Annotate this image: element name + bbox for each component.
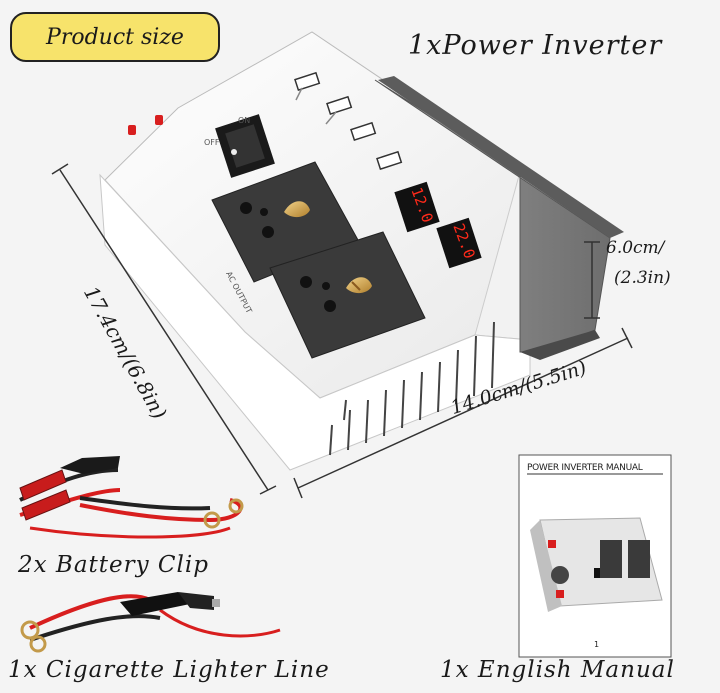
product-size-badge: Product size [10,12,220,62]
cigarette-line-caption: 1x Cigarette Lighter Line [8,657,330,683]
led-displays [394,181,482,269]
cigarette-lighter-line [20,592,281,653]
power-switch [215,114,275,178]
product-size-label: Product size [46,24,184,50]
power-inverter [99,31,624,471]
dimension-height-in: (2.3in) [614,268,671,288]
usb-ports [294,71,403,171]
battery-clip-caption: 2x Battery Clip [18,552,209,578]
ac-outlet-lower [269,231,426,359]
product-title: 1xPower Inverter [408,30,663,61]
dimension-lines [51,163,633,499]
dimension-height-cm: 6.0cm/ [606,238,665,258]
manual-title: POWER INVERTER MANUAL [527,463,643,473]
vent-slots [329,321,495,456]
switch-off-label: OFF [204,138,220,147]
switch-on-label: ON [238,116,251,125]
manual-caption: 1x English Manual [440,657,675,683]
manual-page-number: 1 [594,640,600,649]
battery-clips [19,456,244,539]
english-manual [518,454,672,658]
